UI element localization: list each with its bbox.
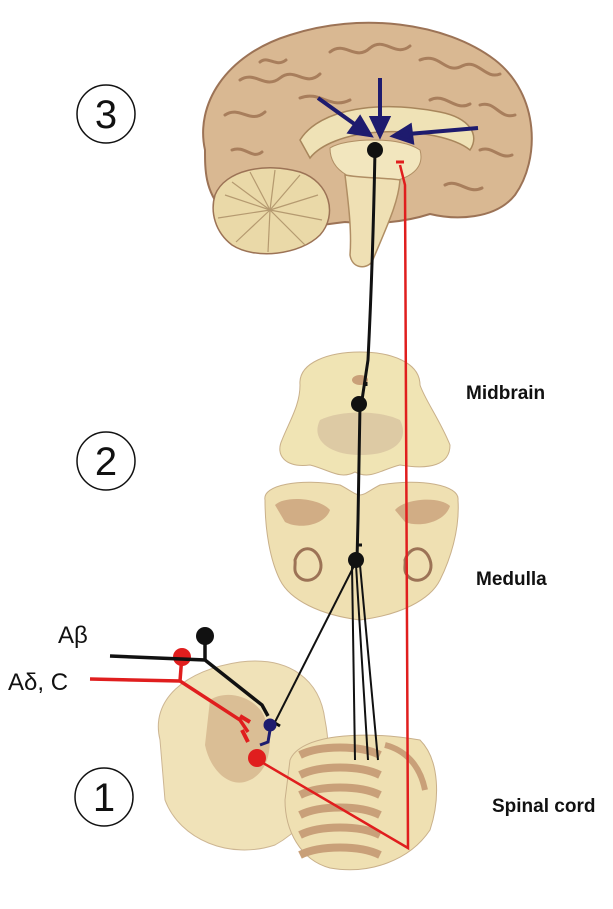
level-1-number: 1: [93, 776, 115, 820]
a-beta-cell-body: [196, 627, 214, 645]
a-beta-label: Aβ: [58, 622, 88, 649]
midbrain-section: [280, 352, 450, 475]
medulla-label: Medulla: [476, 569, 547, 590]
a-delta-c-label: Aδ, C: [8, 669, 68, 696]
neuron-midbrain: [351, 396, 367, 412]
a-delta-c-cell-body: [173, 648, 191, 666]
interneuron-cell-body: [265, 720, 275, 730]
medulla-section: [265, 482, 458, 620]
brain-illustration: [203, 23, 532, 267]
level-3-number: 3: [95, 93, 117, 137]
neuron-brain: [367, 142, 383, 158]
level-2-number: 2: [95, 440, 117, 484]
neuron-medulla: [348, 552, 364, 568]
projection-neuron: [248, 749, 266, 767]
midbrain-label: Midbrain: [466, 383, 545, 404]
spinal-cord-segments: [285, 735, 437, 870]
level-3-marker: 3: [77, 85, 135, 143]
spinal-cord-label: Spinal cord: [492, 796, 595, 817]
level-1-marker: 1: [75, 768, 133, 826]
level-2-marker: 2: [77, 432, 135, 490]
